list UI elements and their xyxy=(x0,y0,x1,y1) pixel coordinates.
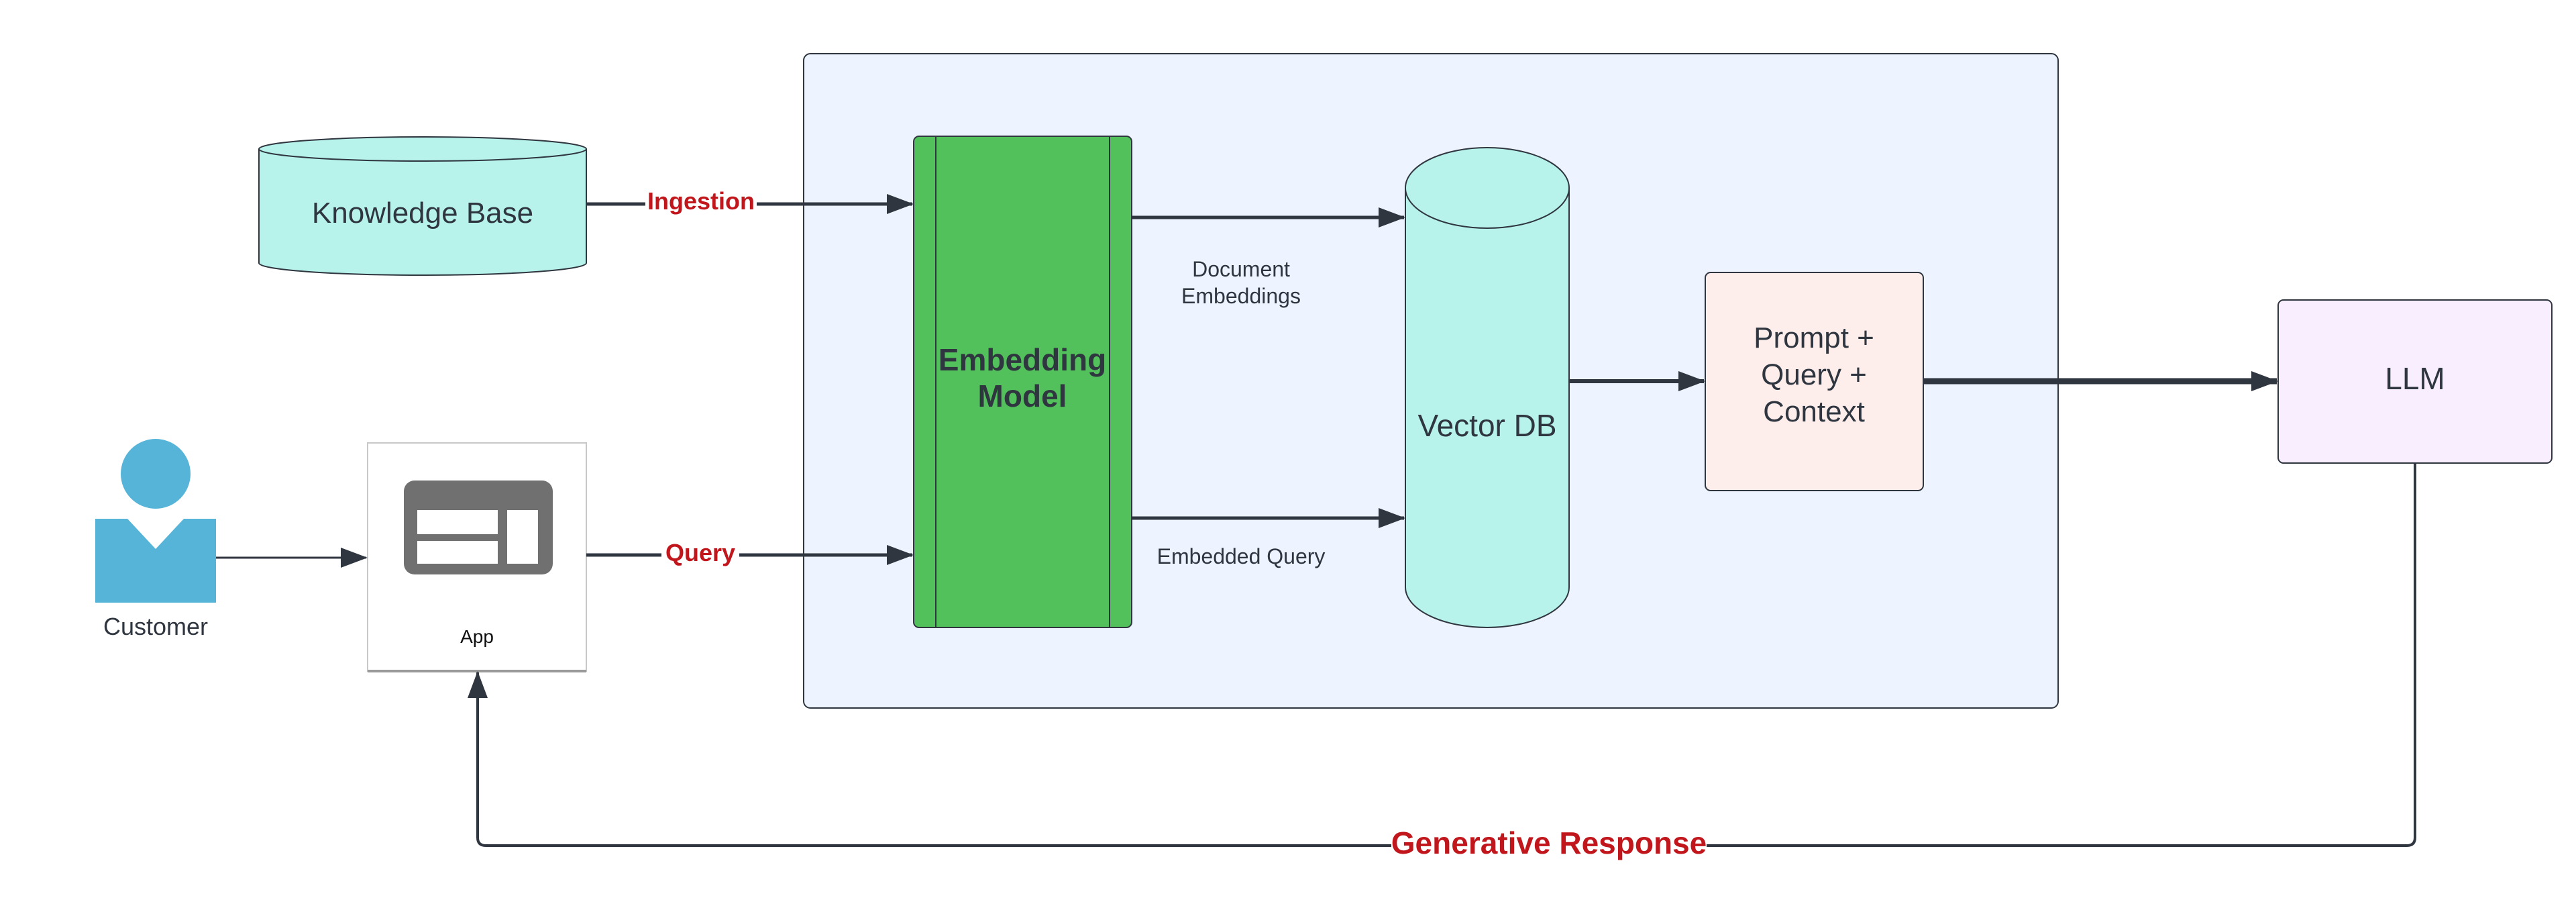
vector-db-node: Vector DB xyxy=(1405,147,1570,628)
llm-node: LLM xyxy=(2277,299,2553,464)
prompt-label-line2: Query + xyxy=(1761,358,1867,391)
app-label: App xyxy=(460,626,494,647)
customer-person-icon xyxy=(95,439,216,603)
document-embeddings-label-line2: Embeddings xyxy=(1181,284,1301,308)
ingestion-label: Ingestion xyxy=(647,187,755,215)
embedding-model-label-line2: Model xyxy=(978,379,1067,413)
document-embeddings-label-line1: Document xyxy=(1192,257,1290,281)
prompt-label-line1: Prompt + xyxy=(1754,321,1874,354)
knowledge-base-label: Knowledge Base xyxy=(312,197,533,230)
embedding-model-node: Embedding Model xyxy=(913,136,1132,628)
prompt-context-node: Prompt + Query + Context xyxy=(1705,272,1924,491)
llm-label: LLM xyxy=(2385,361,2445,396)
prompt-label-line3: Context xyxy=(1763,395,1865,428)
generative-response-label: Generative Response xyxy=(1391,825,1707,860)
app-window-icon xyxy=(404,481,553,574)
knowledge-base-node: Knowledge Base xyxy=(258,136,587,276)
customer-label: Customer xyxy=(103,613,208,640)
vector-db-label: Vector DB xyxy=(1417,408,1556,443)
app-node: App xyxy=(367,442,587,672)
embedded-query-label: Embedded Query xyxy=(1157,544,1326,568)
embedding-model-label-line1: Embedding xyxy=(938,342,1106,377)
query-label: Query xyxy=(665,539,735,566)
